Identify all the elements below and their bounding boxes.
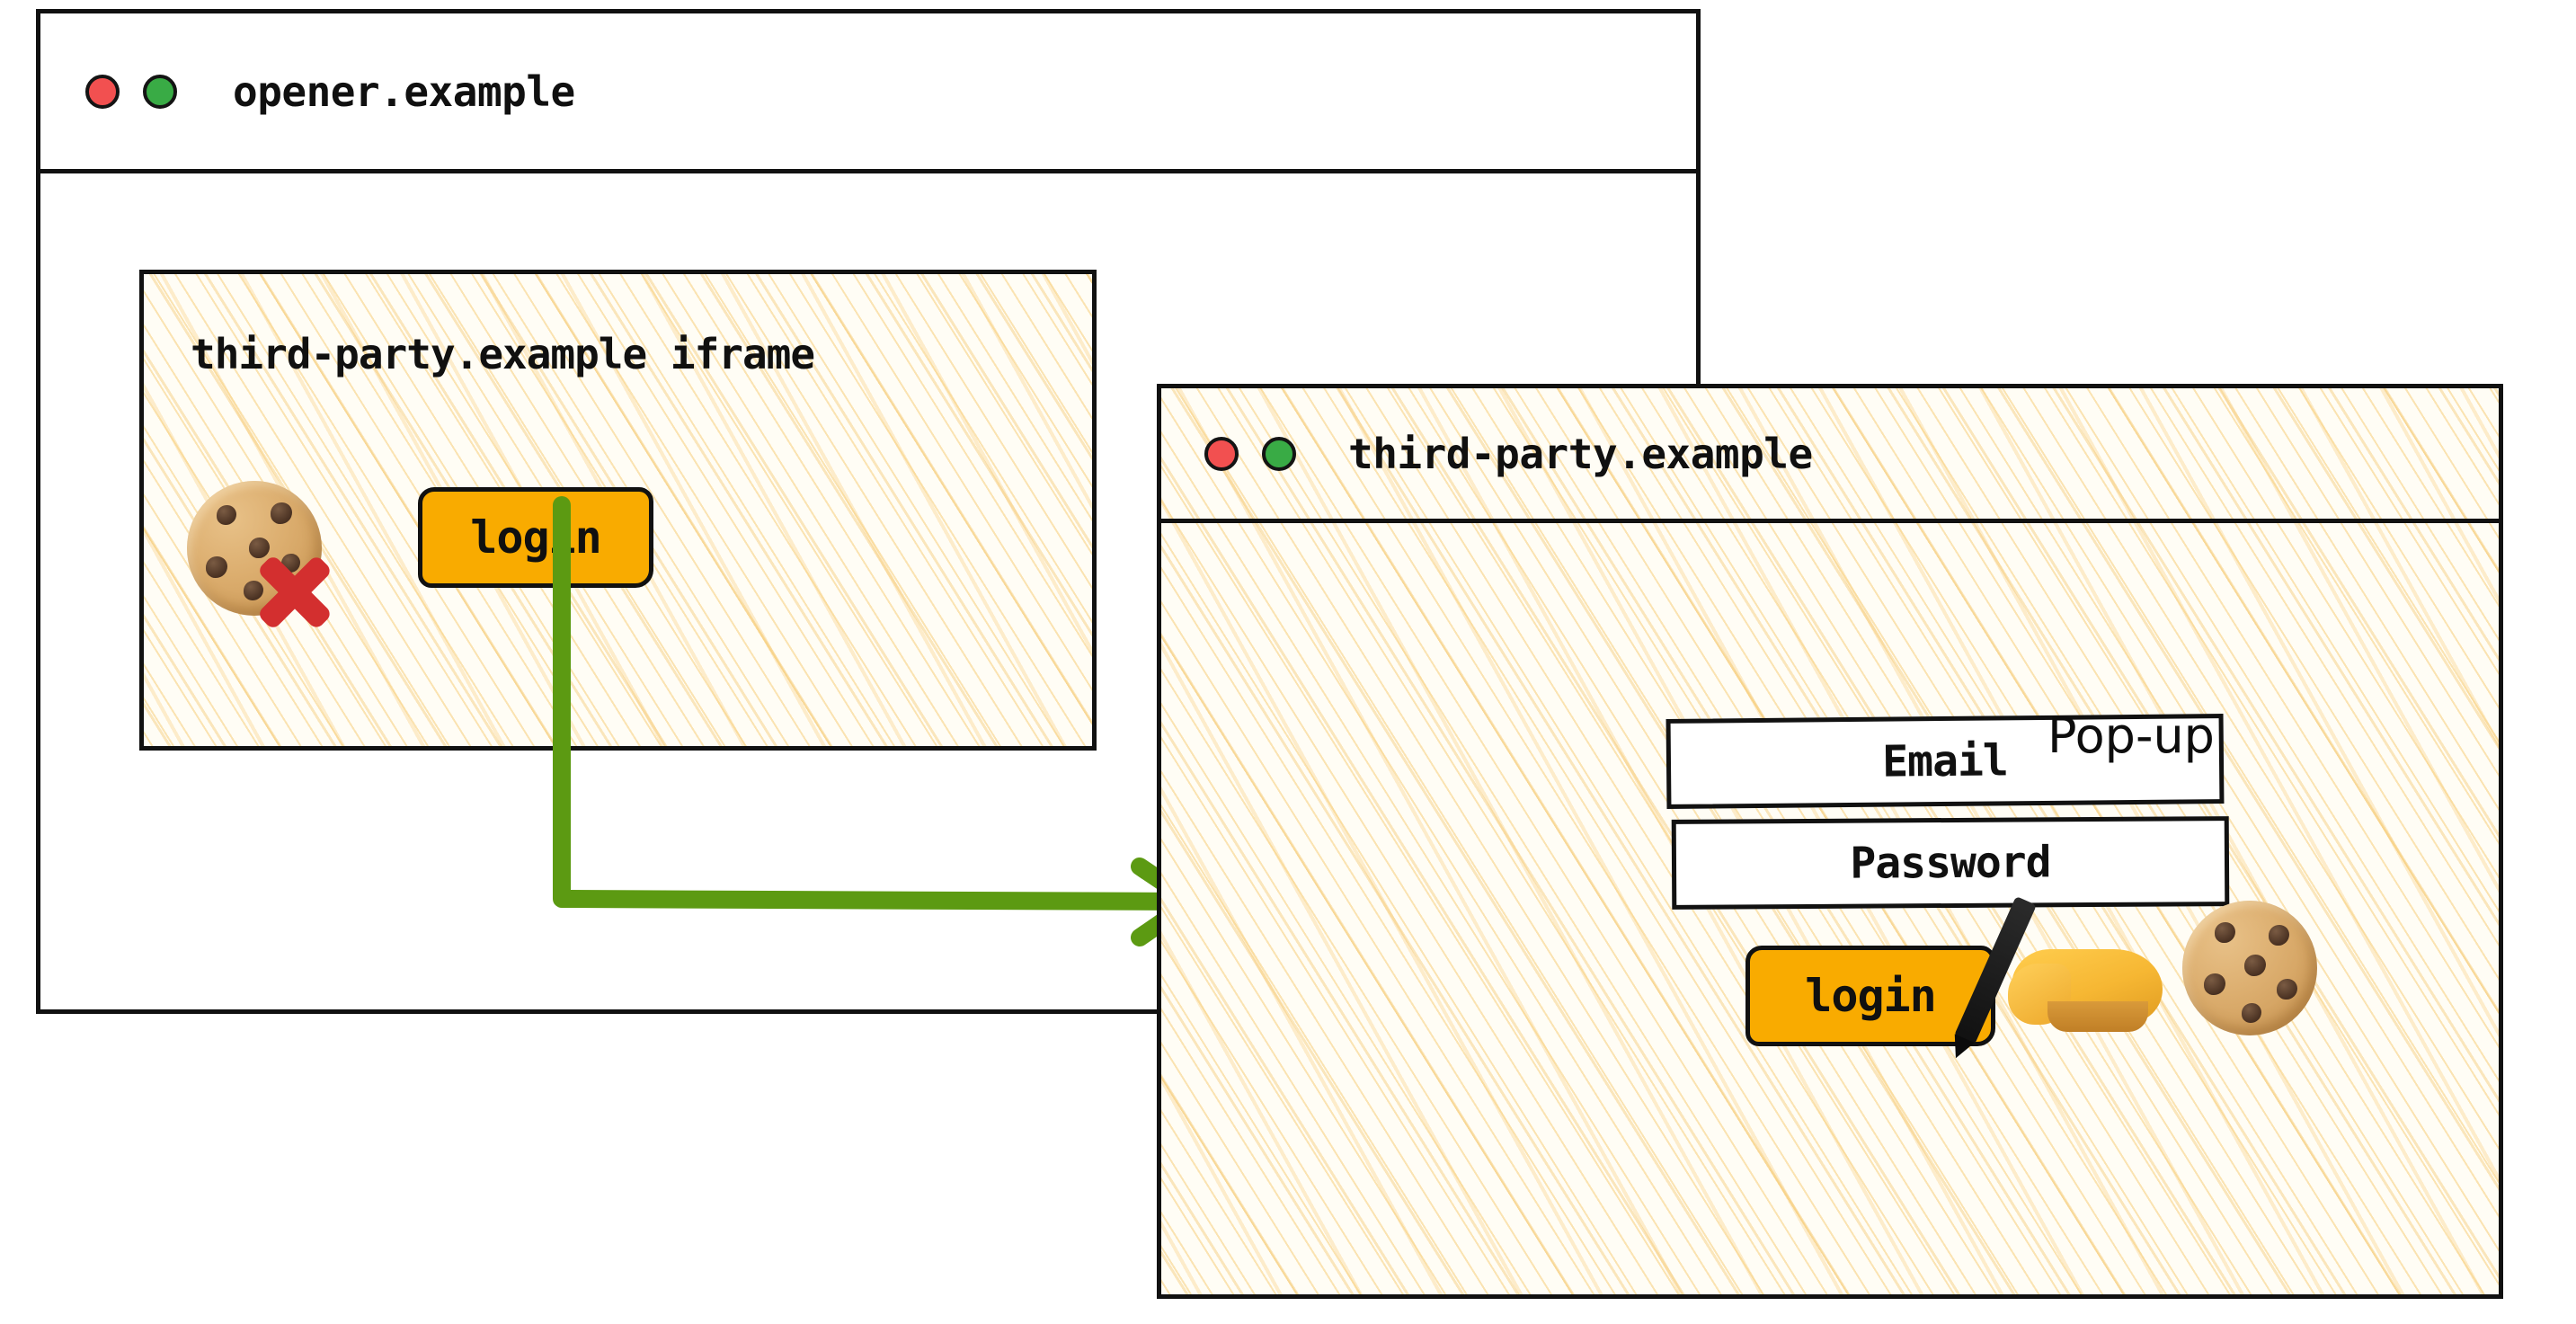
popup-login-button-label: login (1805, 970, 1937, 1022)
popup-login-button[interactable]: login (1745, 946, 1995, 1046)
popup-browser-window: third-party.example Email Password login… (1157, 384, 2503, 1299)
opener-titlebar: opener.example (40, 13, 1696, 173)
popup-annotation-label: Pop-up (2047, 707, 2215, 764)
opener-window-title: opener.example (233, 67, 575, 116)
email-field-label: Email (1881, 735, 2009, 787)
iframe-title-label: third-party.example iframe (191, 330, 815, 378)
minimize-dot-icon[interactable] (1262, 436, 1296, 471)
opener-window-controls (85, 74, 177, 109)
set-cookie-group (1953, 892, 2366, 1045)
popup-titlebar: third-party.example (1161, 388, 2499, 523)
close-dot-icon[interactable] (85, 74, 120, 109)
third-party-iframe: third-party.example iframe login (139, 270, 1097, 751)
iframe-login-button[interactable]: login (418, 487, 653, 588)
cookie-icon (2182, 901, 2317, 1035)
writing-hand-icon (1953, 895, 2177, 1045)
popup-window-controls (1204, 436, 1296, 471)
popup-window-title: third-party.example (1348, 429, 1813, 478)
red-x-icon (239, 537, 351, 648)
iframe-login-button-label: login (470, 511, 602, 564)
close-dot-icon[interactable] (1204, 436, 1239, 471)
password-field-label: Password (1850, 837, 2051, 889)
blocked-cookie-group (187, 481, 367, 652)
minimize-dot-icon[interactable] (143, 74, 177, 109)
